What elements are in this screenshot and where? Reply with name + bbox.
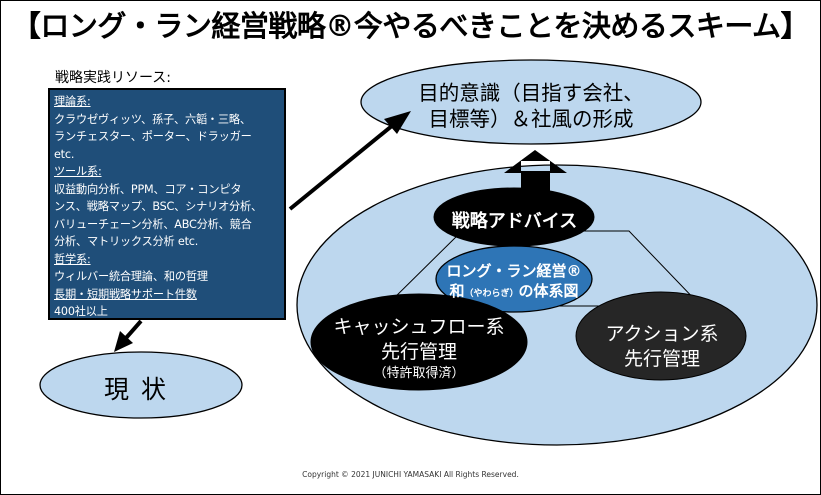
center-line-2: 和（やわらぎ）の体系図 [429, 280, 599, 301]
cashflow-line-2: 先行管理 [380, 341, 457, 363]
resource-line: ウィルバー統合理論、和の哲理 [54, 270, 208, 283]
resource-line: 400社以上 [54, 305, 108, 318]
resource-to-current-line [124, 319, 143, 340]
arrow-head-goal-icon [384, 111, 411, 134]
center-line-2-ruby: （やわらぎ） [464, 289, 519, 299]
page-title: 【ロング・ラン経営戦略®今やるべきことを決めるスキーム】 [11, 9, 810, 43]
up-arrow-icon [504, 150, 567, 173]
resource-line: 哲学系: [54, 252, 91, 266]
resource-box: 理論系: クラウゼヴィッツ、孫子、六韜・三略、ランチェスター、ポーター、ドラッガー… [48, 88, 286, 320]
resource-line: クラウゼヴィッツ、孫子、六韜・三略、 [54, 112, 251, 126]
action-ellipse [575, 291, 747, 381]
arrow-head-current-icon [114, 331, 133, 352]
resource-line: バリューチェーン分析、ABC分析、競合 [54, 217, 252, 231]
resource-line: 収益動向分析、PPM、コア・コンピタ [54, 182, 242, 196]
resource-line: ランチェスター、ポーター、ドラッガー [54, 130, 252, 143]
resource-line: 分析、マトリックス分析 etc. [54, 235, 199, 248]
center-line-2-prefix: 和 [449, 282, 465, 300]
copyright: Copyright © 2021 JUNICHI YAMASAKI All Ri… [302, 470, 519, 479]
up-arrow-shaft [521, 171, 550, 193]
center-line-2-suffix: の体系図 [518, 282, 579, 300]
resource-line: 理論系: [54, 95, 91, 108]
action-line-2: 先行管理 [623, 348, 700, 370]
resource-heading: 戦略実践リソース: [55, 70, 172, 86]
advice-label: 戦略アドバイス [451, 211, 578, 232]
center-ellipse [435, 245, 593, 313]
resource-to-goal-line [288, 123, 395, 211]
current-state-label: 現状 [103, 375, 178, 404]
resource-line: ンス、戦略マップ、BSC、シナリオ分析、 [54, 200, 263, 213]
center-line-1: ロング・ラン経営® [446, 262, 582, 280]
cashflow-line-1: キャッシュフロー系 [333, 316, 505, 338]
resource-line: etc. [54, 147, 75, 161]
resource-line: 長期・短期戦略サポート件数 [54, 287, 197, 301]
action-line-1: アクション系 [605, 323, 719, 345]
current-state-ellipse [39, 351, 243, 419]
goal-line-2: 目標等）＆社風の形成 [428, 107, 634, 131]
goal-line-1: 目的意識（目指す会社、 [418, 81, 644, 105]
cashflow-ellipse [310, 293, 528, 391]
resource-line: ツール系: [54, 165, 102, 178]
goal-ellipse [360, 59, 702, 145]
cashflow-line-3: （特許取得済） [373, 366, 465, 381]
